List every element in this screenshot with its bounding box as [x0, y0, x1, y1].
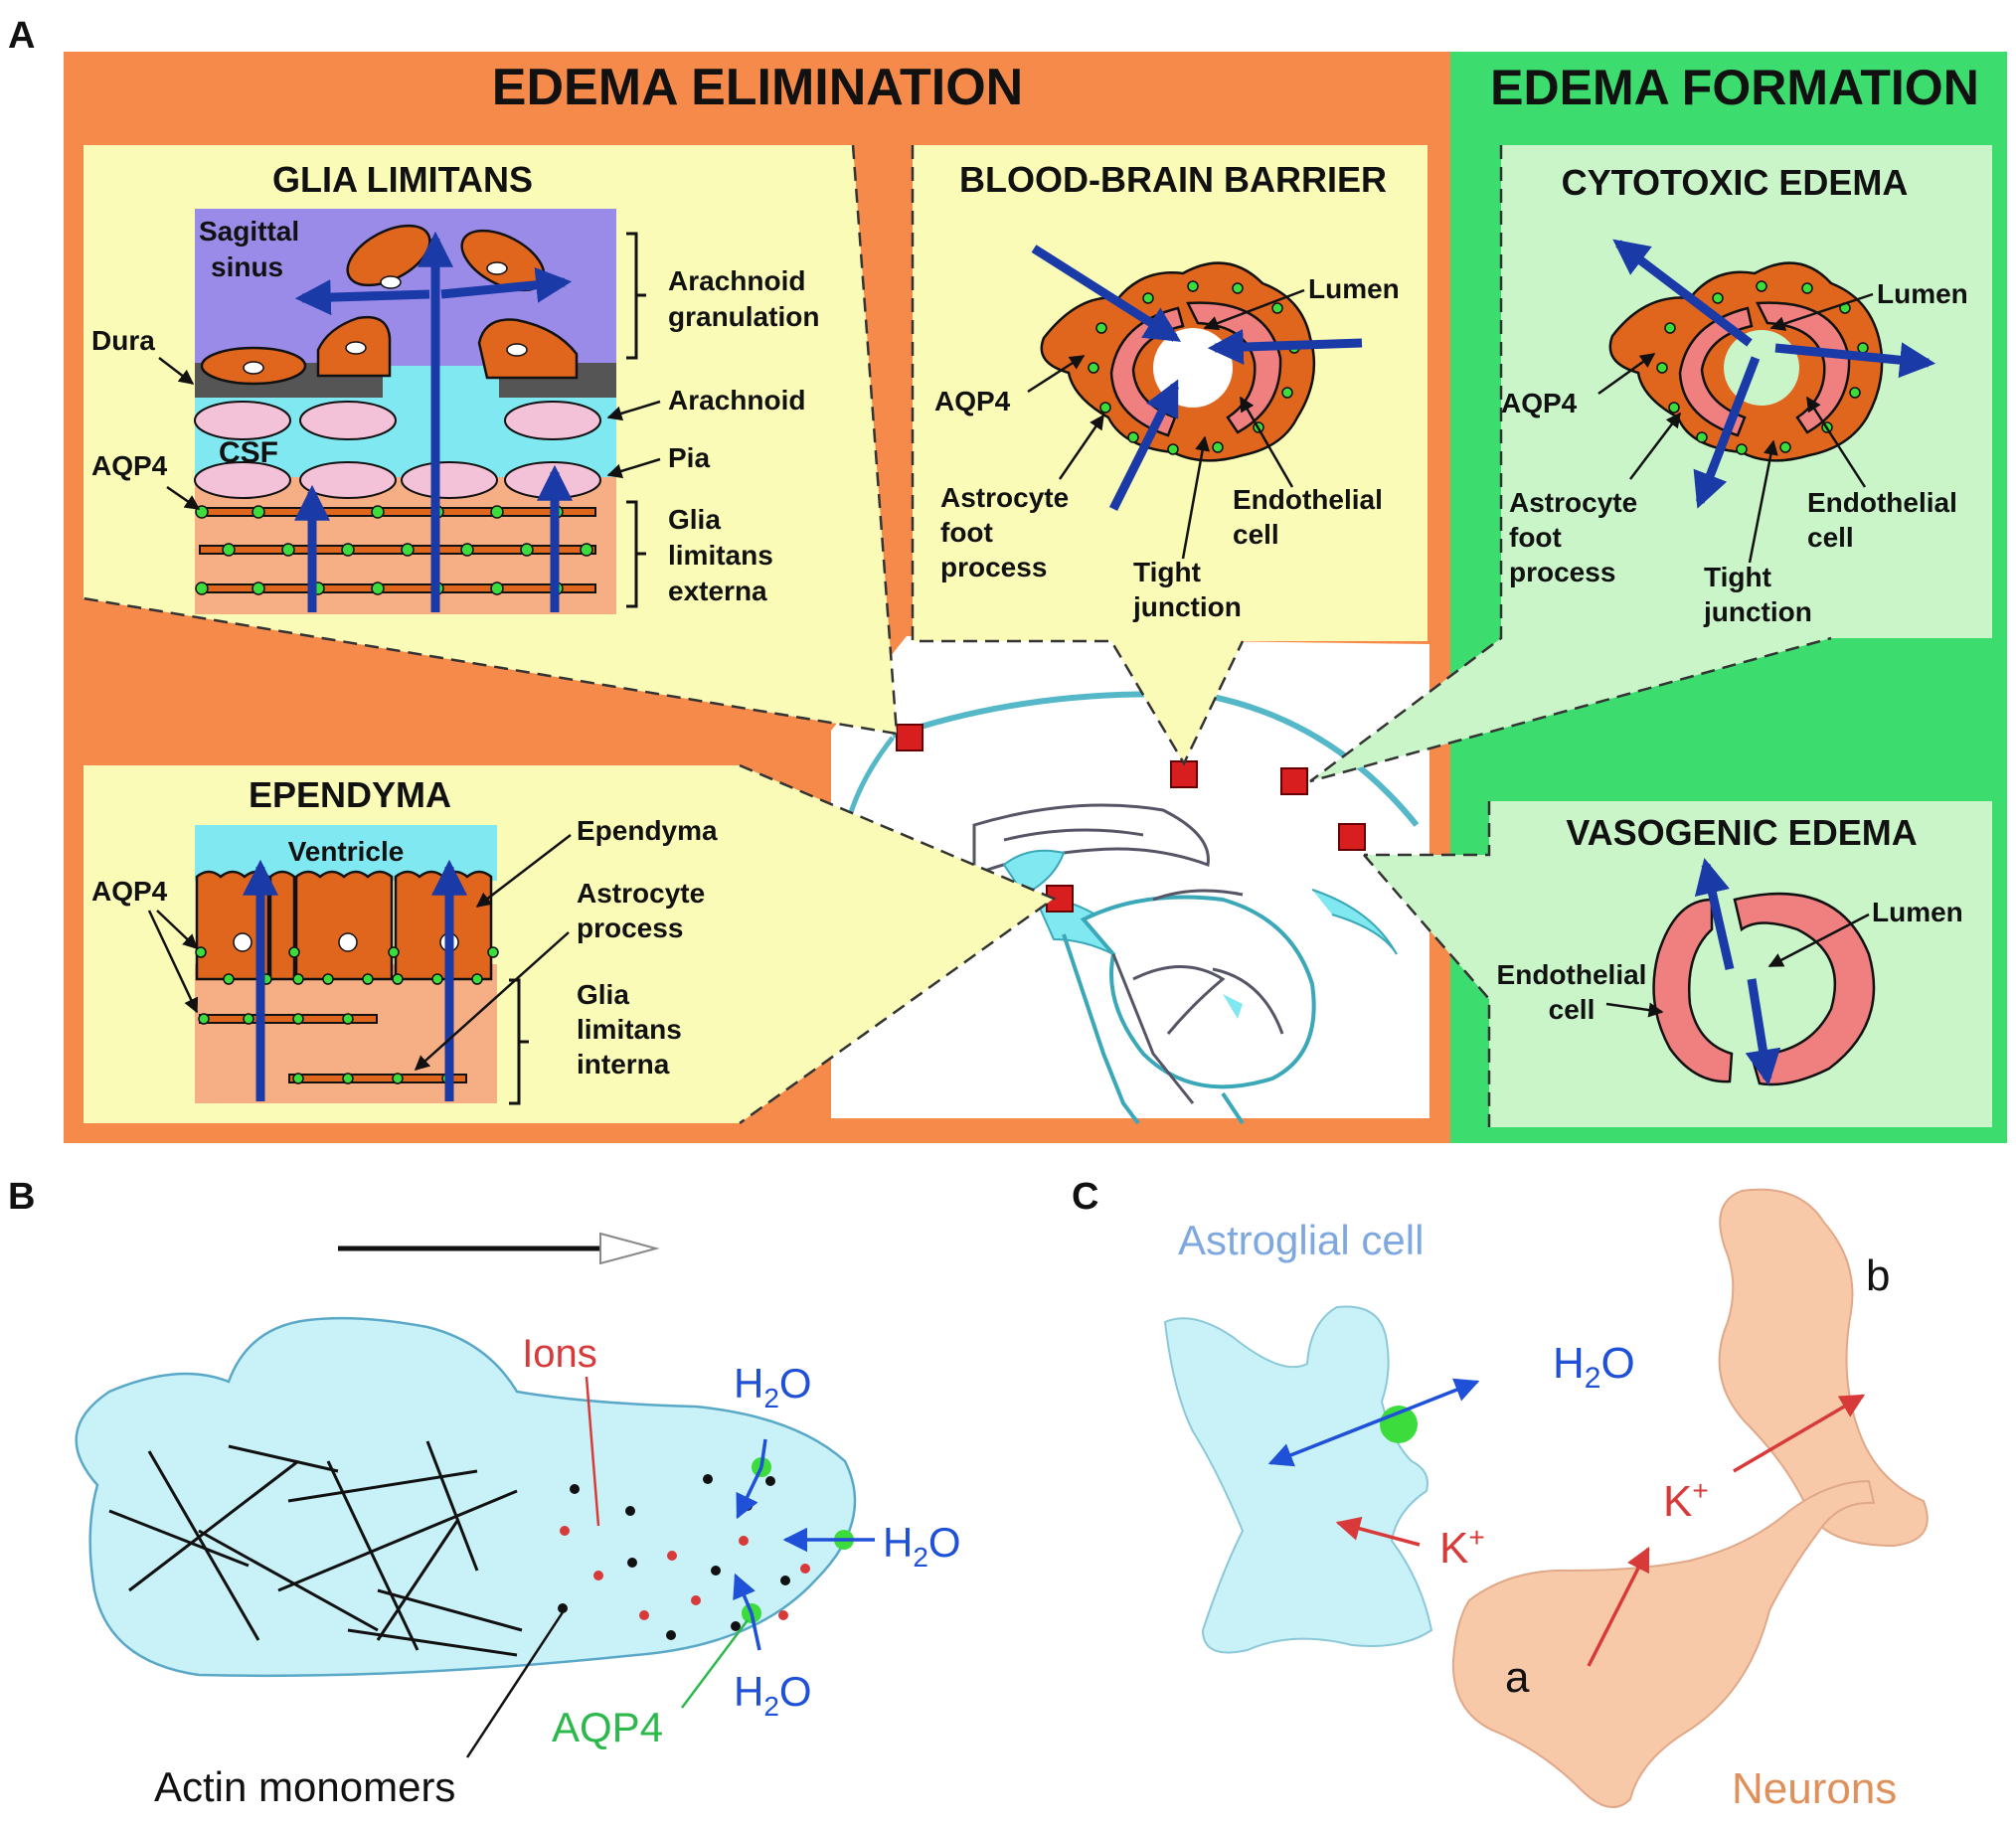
sinus-label: sinus: [211, 251, 283, 282]
ependyma-label: Ependyma: [577, 815, 718, 846]
aqp4-pointer: [681, 1619, 749, 1709]
cyto-tight-1: Tight: [1704, 562, 1771, 592]
astroglial-label: Astroglial cell: [1178, 1217, 1424, 1263]
neurons-label: Neurons: [1732, 1764, 1897, 1813]
sagittal-label: Sagittal: [199, 216, 299, 247]
brain-sagittal-view: [831, 636, 1429, 1125]
cyto-tight-2: junction: [1703, 596, 1812, 627]
marker-vasogenic: [1338, 823, 1366, 851]
marker-cytotoxic: [1280, 767, 1308, 795]
cytotoxic-inset: CYTOTOXIC EDEMA Lumen AQP4 Astrocyte foo…: [1309, 145, 1992, 783]
ependyma-glia-1: Glia: [577, 979, 629, 1010]
cyto-lumen: Lumen: [1877, 278, 1968, 309]
bbb-tight-2: junction: [1132, 591, 1242, 622]
panel-label-a: A: [8, 15, 35, 57]
k-neurons: K+: [1663, 1475, 1709, 1526]
ependyma-glia-3: interna: [577, 1049, 670, 1080]
astroglial-cell: [1163, 1305, 1433, 1654]
panel-label-b: B: [8, 1176, 35, 1218]
cyto-aqp4: AQP4: [1501, 388, 1578, 418]
glia-externa-3: externa: [668, 576, 767, 606]
bbb-astro-3: process: [940, 552, 1047, 582]
arachnoid-label: Arachnoid: [668, 385, 805, 415]
ions-label: Ions: [522, 1332, 597, 1376]
vaso-endo-1: Endothelial: [1497, 959, 1647, 990]
pia-label: Pia: [668, 442, 710, 473]
marker-glia-limitans: [896, 724, 924, 751]
ions-pointer: [585, 1376, 600, 1527]
ependyma-astro-2: process: [577, 913, 683, 943]
water-flux-arrow: [1267, 1378, 1480, 1467]
bbb-aqp4: AQP4: [934, 386, 1011, 416]
cyto-astro-2: foot: [1509, 522, 1562, 553]
k-release-arrow: [1587, 1546, 1650, 1667]
bbb-astro-2: foot: [940, 517, 993, 548]
ependyma-aqp4: AQP4: [91, 876, 168, 907]
bbb-astro-1: Astrocyte: [940, 482, 1069, 513]
bbb-title: BLOOD-BRAIN BARRIER: [959, 159, 1387, 200]
elimination-title: EDEMA ELIMINATION: [492, 59, 1023, 116]
ependyma-astro-1: Astrocyte: [577, 878, 705, 909]
glia-externa-2: limitans: [668, 540, 773, 571]
actin-label: Actin monomers: [154, 1763, 455, 1810]
arachnoid-granulation-1: Arachnoid: [668, 265, 805, 296]
bbb-lumen: Lumen: [1308, 273, 1400, 304]
actin-pointer: [465, 1611, 565, 1758]
ependyma-title: EPENDYMA: [249, 774, 451, 815]
bbb-inset: BLOOD-BRAIN BARRIER Lumen AQP4 Astrocyte…: [911, 145, 1428, 766]
glia-limitans-title: GLIA LIMITANS: [272, 159, 533, 200]
vasogenic-title: VASOGENIC EDEMA: [1566, 812, 1917, 853]
k-transfer-arrow: [1733, 1394, 1866, 1473]
dura-label: Dura: [91, 325, 155, 356]
astrocyte-process-cell: [75, 1316, 857, 1678]
neuron-a: [1451, 1479, 1876, 1808]
ependyma-inset: EPENDYMA Ventricle AQP4 Ependyma Astrocy…: [84, 763, 1057, 1125]
glia-externa-1: Glia: [668, 504, 721, 535]
cyto-endo-2: cell: [1807, 522, 1854, 553]
h2o-right: H2O: [883, 1519, 961, 1573]
aqp4-label-glia: AQP4: [91, 450, 168, 481]
csf-label: CSF: [219, 436, 278, 469]
cytotoxic-title: CYTOTOXIC EDEMA: [1562, 162, 1909, 203]
h2o-top: H2O: [734, 1360, 812, 1413]
cyto-astro-1: Astrocyte: [1509, 487, 1637, 518]
arachnoid-granulation-2: granulation: [668, 301, 819, 332]
bbb-tight-1: Tight: [1133, 557, 1201, 587]
cyto-endo-1: Endothelial: [1807, 487, 1957, 518]
ependyma-glia-2: limitans: [577, 1014, 682, 1045]
neuron-b: [1718, 1188, 1929, 1548]
h2o-c: H2O: [1553, 1339, 1635, 1395]
vasogenic-inset: VASOGENIC EDEMA Lumen Endothelial cell: [1363, 801, 1992, 1127]
neuron-b-label: b: [1866, 1251, 1890, 1300]
h2o-bottom: H2O: [734, 1668, 812, 1722]
glia-limitans-inset: GLIA LIMITANS: [83, 144, 899, 736]
aqp4-label-b: AQP4: [552, 1704, 663, 1750]
panel-label-c: C: [1072, 1176, 1098, 1218]
formation-title: EDEMA FORMATION: [1490, 60, 1979, 115]
neuron-a-label: a: [1505, 1653, 1530, 1702]
actin-filaments: [108, 1440, 523, 1657]
vaso-endo-2: cell: [1549, 994, 1596, 1025]
bbb-endo-1: Endothelial: [1233, 484, 1383, 515]
k-uptake-arrow: [1335, 1516, 1421, 1547]
bbb-endo-2: cell: [1233, 519, 1279, 550]
k-astro: K+: [1439, 1522, 1485, 1573]
water-arrows: [733, 1438, 875, 1651]
cyto-astro-3: process: [1509, 557, 1615, 587]
direction-arrowhead: [599, 1232, 660, 1265]
vaso-lumen: Lumen: [1872, 897, 1963, 927]
ventricle-label: Ventricle: [288, 836, 405, 867]
